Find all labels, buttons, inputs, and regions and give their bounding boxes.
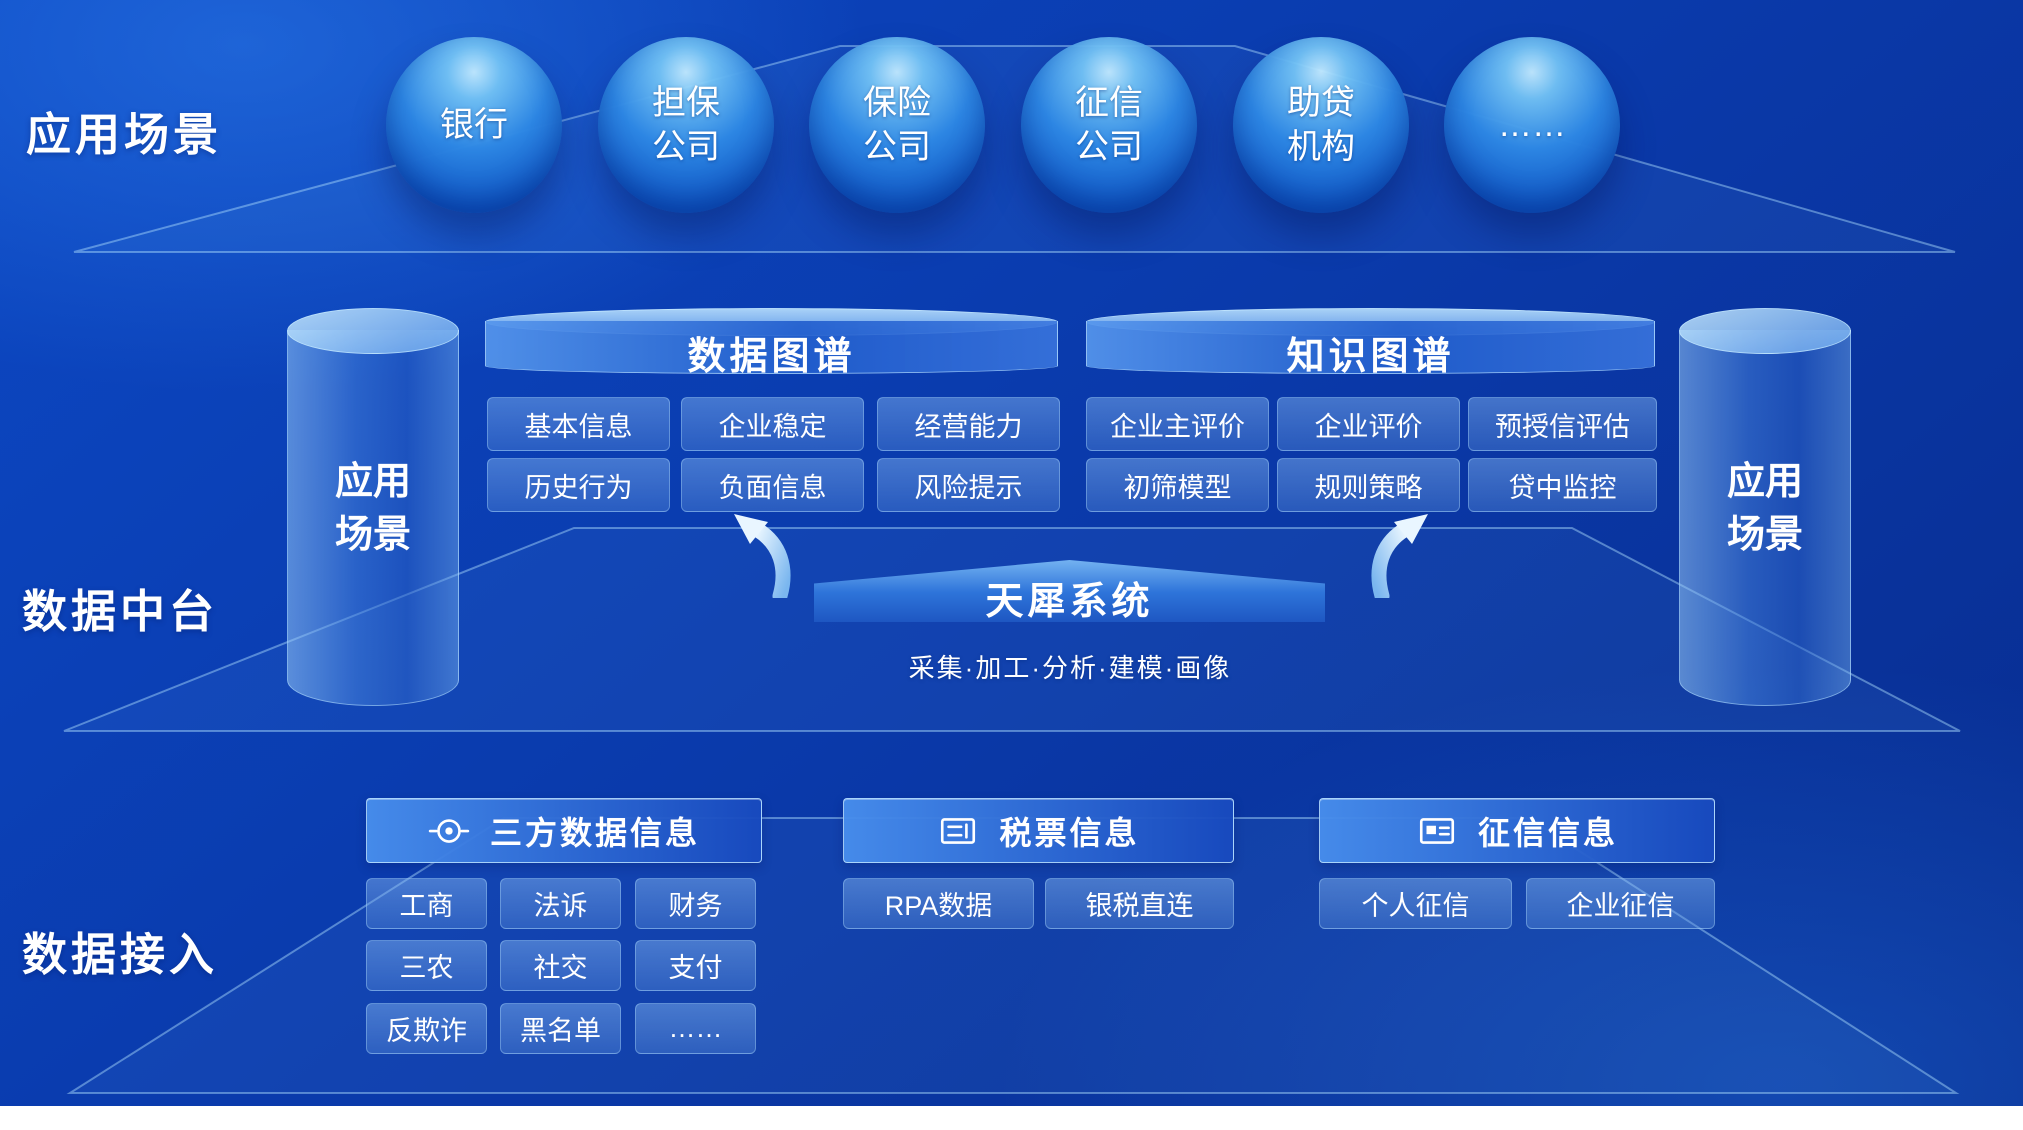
scenario-sphere-bank: 银行: [386, 37, 562, 213]
data-source-tag: 黑名单: [500, 1003, 621, 1054]
tag-button: 基本信息: [487, 397, 670, 451]
scenario-sphere-loan-agency: 助贷 机构: [1233, 37, 1409, 213]
data-source-tag: 反欺诈: [366, 1003, 487, 1054]
section-label-data-access: 数据接入: [22, 929, 219, 980]
group-title: 税票信息: [999, 814, 1140, 851]
cylinder-label: 应用 场景: [334, 461, 411, 557]
panel-title: 数据图谱: [687, 336, 856, 378]
section-label-data-platform: 数据中台: [22, 586, 219, 637]
tag-button: 规则策略: [1277, 458, 1460, 512]
tag-button: 预授信评估: [1468, 397, 1657, 451]
cylinder-cap: [1679, 308, 1851, 354]
data-source-tag: 三农: [366, 940, 487, 991]
tag-button: 负面信息: [681, 458, 864, 512]
tag-button: 企业稳定: [681, 397, 864, 451]
group-header-third-party-data: 三方数据信息: [366, 798, 762, 863]
group-header-credit-info: 征信信息: [1319, 798, 1715, 863]
scenario-sphere-guarantee: 担保 公司: [598, 37, 774, 213]
target-icon: [428, 818, 470, 843]
panel-header-knowledge-graph: 知识图谱: [1086, 308, 1655, 378]
tag-button: 风险提示: [877, 458, 1060, 512]
data-source-tag: ……: [635, 1003, 756, 1054]
invoice-icon: [941, 817, 976, 844]
panel-title: 知识图谱: [1286, 336, 1455, 378]
tag-button: 贷中监控: [1468, 458, 1657, 512]
system-name: 天犀系统: [985, 580, 1154, 623]
panel-header-data-graph: 数据图谱: [485, 308, 1058, 378]
sphere-label: 保险 公司: [863, 83, 931, 166]
panel-body: [1086, 321, 1655, 374]
scenario-sphere-credit: 征信 公司: [1021, 37, 1197, 213]
arrow-up-right-icon: [1371, 514, 1428, 598]
application-scenario-cylinder-left: 应用 场景: [287, 308, 459, 706]
cylinder-body: [1679, 330, 1851, 706]
application-scenario-cylinder-right: 应用 场景: [1679, 308, 1851, 706]
data-source-tag: 支付: [635, 940, 756, 991]
data-source-tag: 企业征信: [1526, 878, 1715, 929]
group-header-tax-invoice: 税票信息: [843, 798, 1234, 863]
sphere-label: 担保 公司: [652, 83, 720, 166]
cylinder-cap: [287, 308, 459, 354]
scenario-sphere-more: ……: [1444, 37, 1620, 213]
bottom-white-margin: [0, 1106, 2023, 1130]
group-title: 三方数据信息: [489, 814, 700, 851]
cylinder-label: 应用 场景: [1726, 461, 1803, 557]
data-source-tag: 工商: [366, 878, 487, 929]
sphere-label: 银行: [440, 105, 508, 144]
scenario-sphere-insurance: 保险 公司: [809, 37, 985, 213]
tag-button: 经营能力: [877, 397, 1060, 451]
sphere-label: ……: [1498, 105, 1566, 144]
system-subtitle: 采集·加工·分析·建模·画像: [908, 653, 1232, 683]
group-title: 征信信息: [1477, 814, 1618, 851]
data-source-tag: 个人征信: [1319, 878, 1512, 929]
tag-button: 历史行为: [487, 458, 670, 512]
panel-body: [485, 321, 1058, 374]
data-source-tag: RPA数据: [843, 878, 1034, 929]
tag-button: 企业评价: [1277, 397, 1460, 451]
sphere-label: 助贷 机构: [1287, 83, 1355, 166]
cylinder-body: [287, 330, 459, 706]
idcard-icon: [1419, 817, 1455, 844]
data-source-tag: 法诉: [500, 878, 621, 929]
data-source-tag: 财务: [635, 878, 756, 929]
data-source-tag: 银税直连: [1045, 878, 1234, 929]
arrow-up-left-icon: [734, 514, 791, 598]
tag-button: 企业主评价: [1086, 397, 1269, 451]
top-platform-plane: [73, 45, 1956, 253]
sphere-label: 征信 公司: [1075, 83, 1143, 166]
section-label-application-scenarios: 应用场景: [26, 109, 223, 160]
data-source-tag: 社交: [500, 940, 621, 991]
tag-button: 初筛模型: [1086, 458, 1269, 512]
